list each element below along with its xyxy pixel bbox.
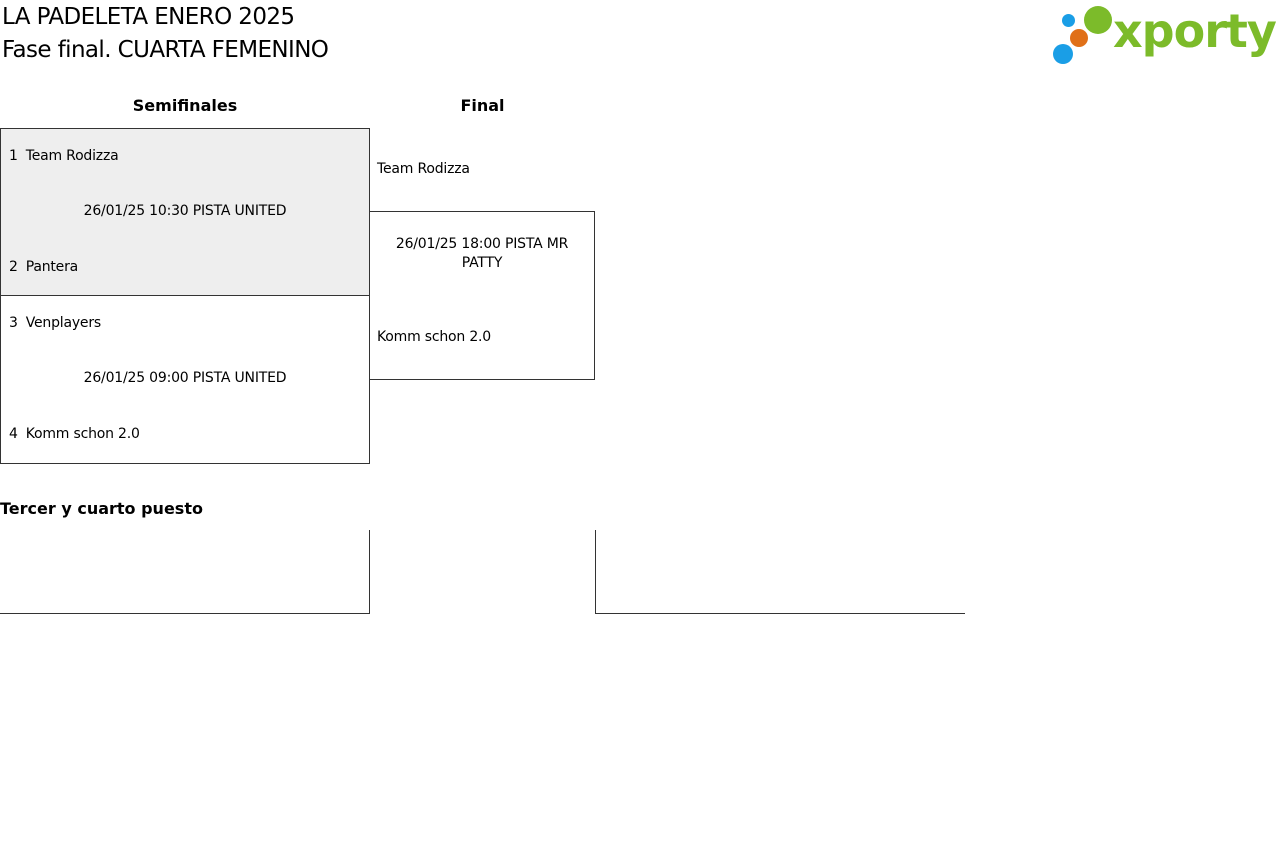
final-team-1: Team Rodizza bbox=[377, 161, 470, 177]
logo-wordmark: xporty bbox=[1113, 4, 1277, 58]
logo-dot-blue-small bbox=[1062, 14, 1075, 27]
logo-dot-blue-large bbox=[1053, 44, 1073, 64]
semifinal-2-team-2: 4 Komm schon 2.0 bbox=[9, 426, 140, 442]
third-place-connector-right bbox=[595, 530, 596, 614]
page-title: LA PADELETA ENERO 2025 bbox=[2, 4, 295, 30]
seed-number: 4 bbox=[9, 426, 18, 442]
logo-dot-green bbox=[1084, 6, 1112, 34]
seed-number: 2 bbox=[9, 259, 18, 275]
final-team-2: Komm schon 2.0 bbox=[377, 329, 491, 345]
team-name: Komm schon 2.0 bbox=[25, 426, 140, 442]
seed-number: 1 bbox=[9, 148, 18, 164]
third-place-heading: Tercer y cuarto puesto bbox=[0, 499, 203, 518]
third-place-connector-left bbox=[369, 530, 370, 614]
team-name: Pantera bbox=[25, 259, 79, 275]
semifinal-1-schedule: 26/01/25 10:30 PISTA UNITED bbox=[83, 203, 287, 219]
semifinal-2-schedule: 26/01/25 09:00 PISTA UNITED bbox=[83, 370, 287, 386]
final-schedule: 26/01/25 18:00 PISTA MR PATTY bbox=[395, 236, 569, 271]
semifinal-1-team-1: 1 Team Rodizza bbox=[9, 148, 119, 164]
seed-number: 3 bbox=[9, 315, 18, 331]
team-name: Venplayers bbox=[25, 315, 101, 331]
final-match[interactable]: 26/01/25 18:00 PISTA MR PATTY bbox=[369, 211, 595, 380]
xporty-logo[interactable]: xporty bbox=[1050, 4, 1277, 68]
semifinal-match-1[interactable]: 1 Team Rodizza 26/01/25 10:30 PISTA UNITE… bbox=[0, 128, 370, 296]
semifinal-1-team-2: 2 Pantera bbox=[9, 259, 78, 275]
team-name: Team Rodizza bbox=[25, 148, 119, 164]
semifinals-heading: Semifinales bbox=[132, 96, 238, 115]
third-place-slot-line-2 bbox=[595, 613, 965, 614]
semifinal-2-team-1: 3 Venplayers bbox=[9, 315, 101, 331]
logo-dot-orange bbox=[1070, 29, 1088, 47]
final-heading: Final bbox=[460, 96, 505, 115]
third-place-slot-line-1 bbox=[0, 613, 370, 614]
page-subtitle: Fase final. CUARTA FEMENINO bbox=[2, 37, 329, 63]
